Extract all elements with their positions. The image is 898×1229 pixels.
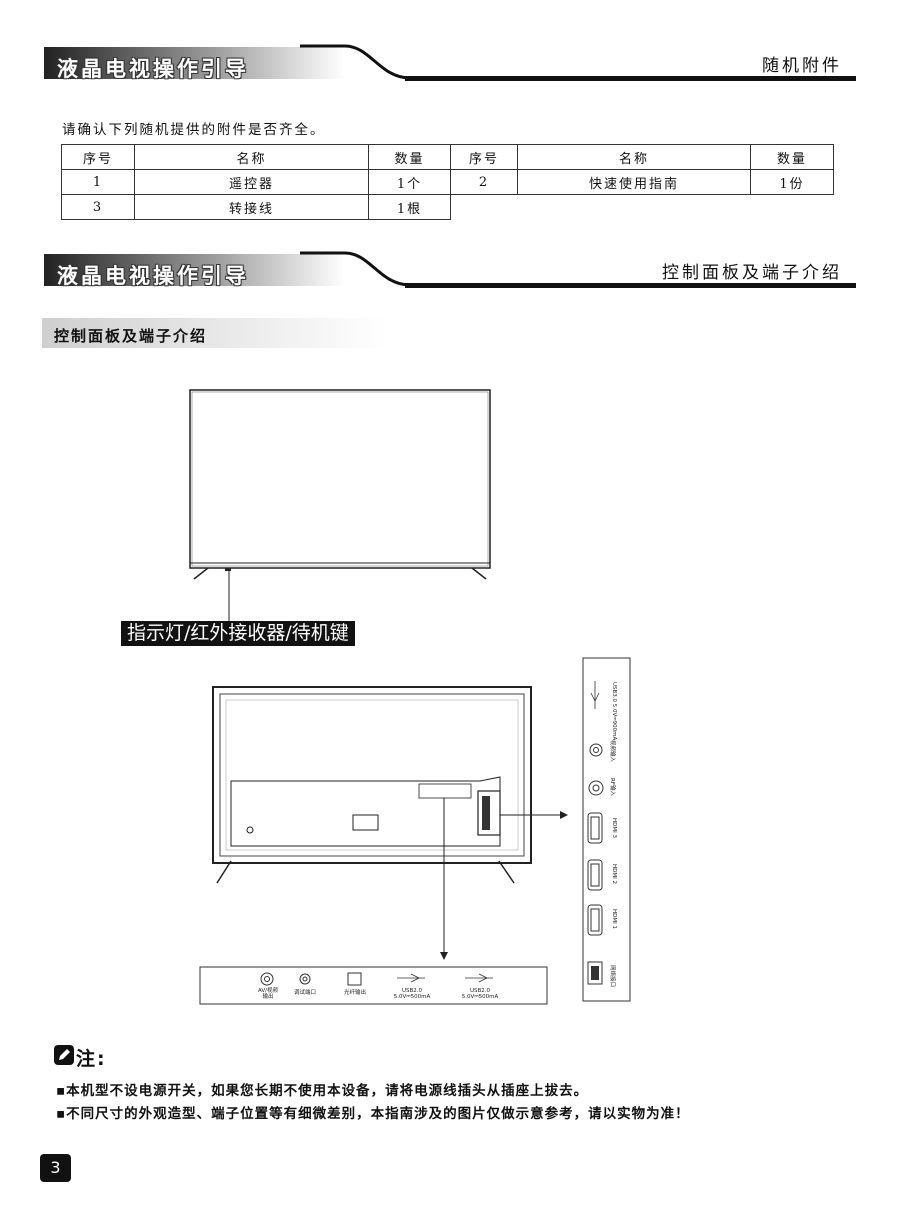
table-cell: 1份 (750, 169, 834, 195)
table-cell: 快速使用指南 (517, 169, 751, 195)
lan-port-label: 网络接口 (609, 965, 615, 988)
table-row: 1 遥控器 1个 2 快速使用指南 1份 (61, 169, 834, 195)
av-output-label: AV/视频 输出 (257, 988, 279, 1000)
table-header: 数量 (368, 144, 451, 170)
table-header: 名称 (134, 144, 369, 170)
table-cell: 遥控器 (134, 169, 369, 195)
header-title: 液晶电视操作引导 (57, 264, 249, 288)
indicator-label: 指示灯/红外接收器/待机键 (121, 621, 355, 646)
subsection-bar (42, 318, 387, 348)
table-cell: 3 (61, 194, 135, 220)
usb-port-label: USB2.0 5.0V⎓500mA (461, 988, 499, 1000)
bottom-port-panel (199, 966, 548, 1005)
usb-port-label: USB2.0 5.0V⎓500mA (393, 988, 431, 1000)
tv-front-illustration (189, 389, 491, 623)
header-title: 液晶电视操作引导 (57, 57, 249, 81)
note-item: ▪不同尺寸的外观造型、端子位置等有细微差别，本指南涉及的图片仅做示意参考，请以实… (56, 1102, 690, 1122)
header-banner-graphic (44, 44, 856, 81)
table-header: 序号 (450, 144, 518, 170)
table-header: 名称 (517, 144, 751, 170)
video-input-label: 视频输入 (609, 740, 615, 763)
table-cell: 1 (61, 169, 135, 195)
table-cell: 2 (450, 169, 518, 195)
debug-port-label: 调试端口 (293, 990, 316, 996)
usb3-port-label: USB3.0 5.0V⎓900mA (611, 682, 617, 741)
table-header: 数量 (750, 144, 834, 170)
header-section-label: 随机附件 (762, 56, 842, 76)
header-section-label: 控制面板及端子介绍 (662, 263, 842, 283)
optical-output-label: 光纤输出 (343, 990, 366, 996)
page-number: 3 (40, 1154, 71, 1182)
table-row: 3 转接线 1根 (61, 194, 834, 220)
accessories-table: 序号 名称 数量 序号 名称 数量 1 遥控器 1个 2 快速使用指南 1份 3… (61, 144, 834, 220)
bullet-icon: ▪ (56, 1083, 67, 1099)
table-header-row: 序号 名称 数量 序号 名称 数量 (61, 144, 834, 170)
table-cell: 1个 (368, 169, 451, 195)
pencil-icon (54, 1045, 74, 1065)
note-text: 本机型不设电源开关，如果您长期不使用本设备，请将电源线插头从插座上拔去。 (66, 1083, 589, 1099)
table-cell: 1根 (368, 194, 451, 220)
hdmi1-label: HDMI 1 (611, 909, 617, 929)
intro-text: 请确认下列随机提供的附件是否齐全。 (62, 122, 326, 138)
rf-input-label: RF输入 (609, 778, 615, 796)
hdmi3-label: HDMI 3 (611, 818, 617, 838)
header-banner-graphic (44, 251, 856, 288)
table-cell: 转接线 (134, 194, 369, 220)
note-title: 注: (76, 1048, 107, 1070)
tv-rear-illustration (212, 686, 568, 960)
side-port-panel (582, 657, 631, 1002)
note-text: 不同尺寸的外观造型、端子位置等有细微差别，本指南涉及的图片仅做示意参考，请以实物… (66, 1106, 690, 1122)
bullet-icon: ▪ (56, 1106, 67, 1122)
subsection-title: 控制面板及端子介绍 (54, 327, 208, 345)
table-header: 序号 (61, 144, 135, 170)
note-item: ▪本机型不设电源开关，如果您长期不使用本设备，请将电源线插头从插座上拔去。 (56, 1079, 588, 1099)
hdmi2-label: HDMI 2 (611, 864, 617, 884)
